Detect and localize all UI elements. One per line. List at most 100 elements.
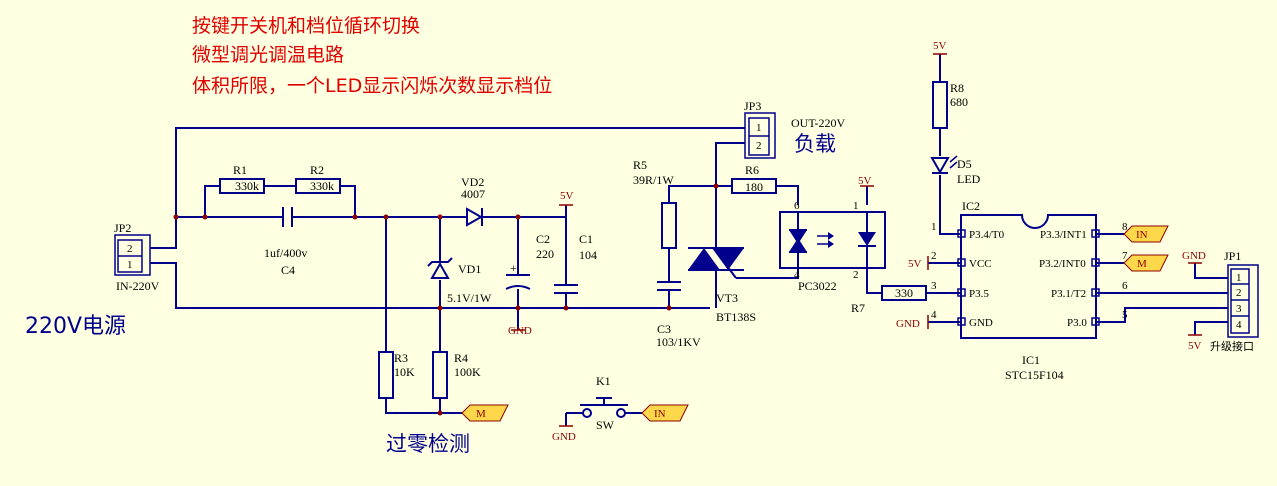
opto-pin2: 2: [853, 269, 859, 281]
pin-num-3: 3: [931, 280, 937, 292]
r8-value: 680: [950, 95, 968, 109]
power-5v-vcc: 5V: [908, 256, 929, 270]
zero-cross-label: 过零检测: [386, 432, 470, 456]
r4-value: 100K: [454, 365, 481, 379]
vd1-label: VD1: [458, 262, 481, 276]
note-line-3: 体积所限，一个LED显示闪烁次数显示档位: [192, 75, 552, 97]
r1-label: R1: [233, 163, 247, 177]
connector-jp3: JP3 OUT-220V 1 2: [744, 99, 846, 159]
jp2-label: JP2: [114, 221, 131, 235]
jp3-desc: OUT-220V: [791, 116, 846, 130]
resistor-r1: R1 330k: [219, 163, 265, 194]
vt3-label: VT3: [716, 291, 738, 305]
gnd-k1-label: GND: [552, 431, 576, 443]
gnd-c2: GND: [508, 325, 532, 337]
capacitor-c4: 1uf/400v C4: [264, 207, 307, 277]
v5-jp1: 5V: [1188, 340, 1202, 352]
net-tag-in-ic: IN: [1123, 225, 1169, 243]
resistor-r2: R2 330k: [295, 163, 341, 194]
gnd-k1: GND: [552, 425, 576, 443]
r2-value: 330k: [310, 179, 334, 193]
gnd-ic: GND: [896, 315, 929, 330]
jp2-pin2: 2: [127, 243, 133, 255]
c3-label: C3: [657, 322, 671, 336]
capacitor-c2: + C2 220: [505, 232, 554, 290]
c3-value: 103/1KV: [656, 335, 701, 349]
c4-value: 1uf/400v: [264, 246, 307, 260]
pin-num-6: 6: [1122, 280, 1128, 292]
ic2-label: IC2: [962, 199, 980, 213]
jp1-desc: 升级接口: [1210, 340, 1254, 353]
gnd-c2-label: GND: [508, 325, 532, 337]
gnd-ic-label: GND: [896, 318, 920, 330]
v5-vcc: 5V: [908, 258, 922, 270]
power-5v-jp1: 5V: [1188, 334, 1202, 352]
opto-pin1: 1: [853, 200, 859, 212]
pin-num-1: 1: [931, 221, 937, 233]
pin-vcc: VCC: [969, 258, 992, 270]
net-tag-m-ic: M: [1123, 254, 1169, 272]
pin-num-2: 2: [931, 250, 937, 262]
net-in-switch: IN: [654, 408, 666, 420]
jp1-pin3: 3: [1236, 303, 1242, 315]
gnd-jp1: GND: [1182, 250, 1206, 264]
triac-vt3: VT3 BT138S: [688, 247, 756, 324]
r7-label: R7: [851, 301, 865, 315]
k1-label: K1: [596, 374, 611, 388]
r3-label: R3: [394, 351, 408, 365]
v5-r8: 5V: [933, 40, 947, 52]
net-m-zero: M: [476, 408, 486, 420]
vd2-label: VD2: [461, 175, 484, 189]
r3-value: 10K: [394, 365, 415, 379]
jp3-label: JP3: [744, 99, 761, 113]
r8-label: R8: [950, 81, 964, 95]
r6-label: R6: [745, 163, 759, 177]
pin-num-5: 5: [1122, 309, 1128, 321]
resistor-r8: R8 680: [932, 81, 968, 129]
d5-value: LED: [957, 172, 981, 186]
r5-label: R5: [633, 158, 647, 172]
jp1-label: JP1: [1224, 249, 1241, 263]
zener-vd1: VD1 5.1V/1W: [427, 257, 492, 305]
net-tag-in-switch: IN: [641, 404, 689, 422]
pin-num-7: 7: [1122, 250, 1128, 262]
vd2-value: 4007: [461, 187, 485, 201]
jp2-pin1: 1: [127, 259, 133, 271]
v5-opto: 5V: [858, 175, 872, 187]
pin-p31: P3.1/T2: [1051, 288, 1086, 300]
pin-p32: P3.2/INT0: [1039, 258, 1086, 270]
pin-gnd: GND: [969, 317, 993, 329]
opto-pin4: 4: [794, 269, 800, 281]
c2-label: C2: [536, 232, 550, 246]
optocoupler-pc3022: 6 1 4 2 PC3022: [779, 200, 886, 293]
resistor-r6: R6 180: [731, 163, 777, 194]
jp1-pin1: 1: [1236, 272, 1242, 284]
power-label: 220V电源: [25, 314, 126, 339]
pin-p33: P3.3/INT1: [1040, 229, 1087, 241]
opto-pin6: 6: [794, 200, 800, 212]
note-line-1: 按键开关机和档位循环切换: [192, 15, 420, 37]
pin-num-8: 8: [1122, 221, 1128, 233]
diode-vd2: VD2 4007: [461, 175, 485, 227]
resistor-r4: R4 100K: [432, 351, 481, 399]
jp2-desc: IN-220V: [116, 279, 160, 293]
resistor-r7: 330 R7: [851, 285, 927, 315]
capacitor-c3: C3 103/1KV: [656, 281, 701, 349]
load-label: 负载: [794, 132, 836, 156]
led-d5: D5 LED: [930, 155, 981, 186]
c1-label: C1: [579, 232, 593, 246]
pin-num-4: 4: [931, 309, 937, 321]
c2-value: 220: [536, 247, 554, 261]
jp3-pin2: 2: [756, 140, 762, 152]
capacitor-c1: C1 104: [554, 232, 597, 294]
connector-jp2: JP2 IN-220V 2 1: [114, 221, 160, 293]
connector-jp1: JP1 1 2 3 4 升级接口: [1210, 249, 1259, 353]
resistor-r3: R3 10K: [378, 351, 415, 399]
jp3-pin1: 1: [756, 122, 762, 134]
net-in-ic: IN: [1136, 229, 1148, 241]
r7-value: 330: [895, 286, 913, 300]
net-tag-m-zero: M: [461, 404, 509, 422]
jp1-pin2: 2: [1236, 287, 1242, 299]
power-5v-opto: 5V: [858, 175, 874, 187]
